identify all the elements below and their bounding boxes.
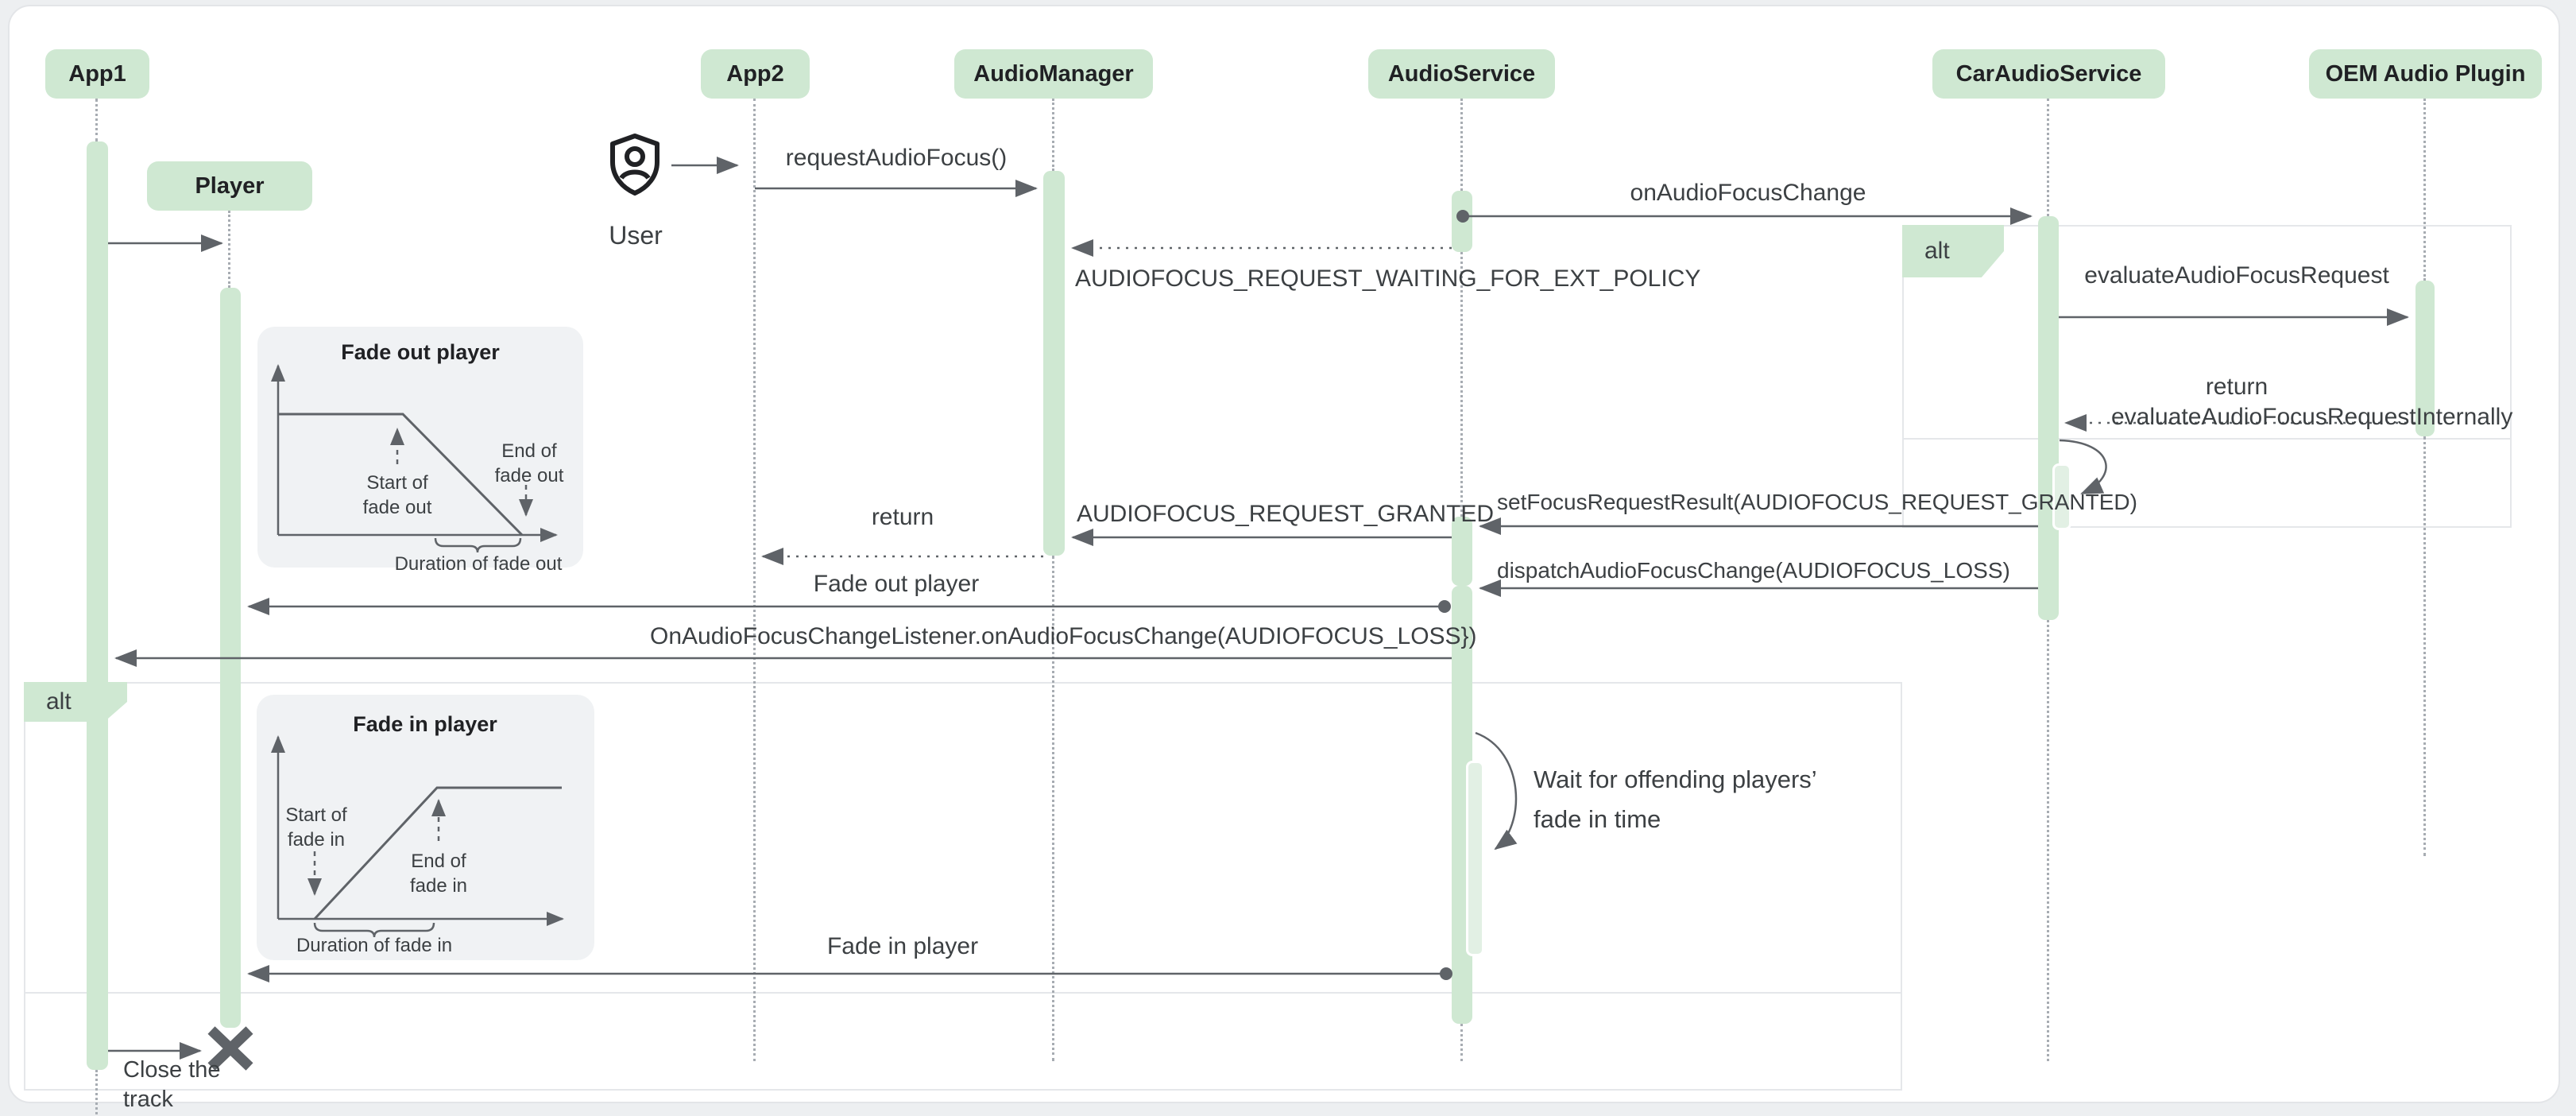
activation-caraudioservice-nested <box>2052 463 2071 530</box>
alt-frame-left-divider <box>25 992 1901 994</box>
lifeline-app1 <box>95 99 98 141</box>
duration-brace <box>313 922 435 938</box>
actor-caraudioservice: CarAudioService <box>1932 49 2165 99</box>
fade-out-inset <box>257 327 583 568</box>
fade-in-duration-label: Duration of fade in <box>296 935 453 956</box>
arrow-evaluate-internally-loop <box>2059 439 2107 495</box>
alt-frame-right <box>1902 225 2512 528</box>
fade-in-chart-title: Fade in player <box>353 712 497 736</box>
message-label-close-the-track: Close the track <box>123 1057 221 1112</box>
message-label-evaluate-internally: evaluateAudioFocusRequestInternally <box>2111 404 2513 430</box>
fade-out-end-label: End of fade out <box>494 440 564 486</box>
note-wait-for-offenders: Wait for offending players’ fade in time <box>1534 765 1816 833</box>
activation-audiomanager <box>1043 171 1065 556</box>
fade-in-chart <box>271 735 564 938</box>
alt-label: alt <box>24 682 127 722</box>
fade-in-end-label: End of fade in <box>409 851 468 897</box>
user-label: User <box>609 221 663 250</box>
duration-brace <box>434 537 522 553</box>
activation-oem-plugin <box>2415 281 2435 436</box>
actor-app1: App1 <box>45 49 149 99</box>
message-label-dispatch-focus-change: dispatchAudioFocusChange(AUDIOFOCUS_LOSS… <box>1497 558 2010 583</box>
lifeline-oem-plugin <box>2423 99 2426 281</box>
fade-out-chart <box>271 364 558 553</box>
message-label-evaluate-audio-focus-request: evaluateAudioFocusRequest <box>2084 262 2389 289</box>
fade-out-start-label: Start of fade out <box>362 472 432 518</box>
message-origin-dot <box>1440 967 1452 980</box>
lifeline-audioservice <box>1460 99 1463 191</box>
destroy-x-icon <box>207 1026 253 1071</box>
actor-audioservice: AudioService <box>1368 49 1555 99</box>
message-label-request-granted: AUDIOFOCUS_REQUEST_GRANTED <box>1077 501 1495 527</box>
alt-frame-left <box>24 682 1902 1091</box>
alt-label: alt <box>1902 225 2004 277</box>
message-label-return-right: return <box>2205 374 2269 400</box>
lifeline-app1 <box>95 1070 98 1114</box>
message-label-fade-in-player: Fade in player <box>826 933 979 959</box>
lifeline-app2 <box>753 99 756 1061</box>
alt-frame-right-divider <box>1904 438 2510 440</box>
lifeline-audiomanager <box>1052 556 1054 1061</box>
object-player: Player <box>147 161 312 211</box>
lifeline-audioservice <box>1460 252 1463 517</box>
fade-out-chart-title: Fade out player <box>341 340 500 364</box>
activation-audioservice-nested <box>1466 761 1484 956</box>
actor-app2: App2 <box>701 49 810 99</box>
message-origin-dot <box>1456 210 1469 223</box>
message-label-waiting-ext-policy: AUDIOFOCUS_REQUEST_WAITING_FOR_EXT_POLIC… <box>1075 265 1701 292</box>
fade-in-inset <box>257 695 594 960</box>
lifeline-caraudioservice <box>2047 99 2049 216</box>
fade-out-duration-label: Duration of fade out <box>394 553 563 575</box>
activation-app1 <box>87 141 108 1070</box>
lifeline-caraudioservice <box>2047 620 2049 1061</box>
message-label-request-audio-focus: requestAudioFocus() <box>785 145 1008 171</box>
user-shield-icon <box>610 134 659 196</box>
fade-in-curve <box>313 786 562 920</box>
message-label-on-focus-change-listener: OnAudioFocusChangeListener.onAudioFocusC… <box>650 623 1477 649</box>
message-label-on-audio-focus-change: onAudioFocusChange <box>1630 180 1866 206</box>
actor-audiomanager: AudioManager <box>954 49 1153 99</box>
lifeline-oem-plugin <box>2423 436 2426 856</box>
fade-in-start-label: Start of fade in <box>285 804 347 851</box>
message-origin-dot <box>1438 600 1451 613</box>
message-label-return-left: return <box>871 504 934 530</box>
activation-audioservice-2 <box>1452 517 1472 586</box>
arrow-wait-loop <box>1475 731 1518 851</box>
lifeline-audiomanager <box>1052 99 1054 171</box>
message-label-fade-out-player: Fade out player <box>813 571 980 597</box>
lifeline-player <box>228 211 230 288</box>
lifeline-audioservice <box>1460 1024 1463 1061</box>
message-label-set-focus-request-result: setFocusRequestResult(AUDIOFOCUS_REQUEST… <box>1497 490 2137 514</box>
actor-oem-audio-plugin: OEM Audio Plugin <box>2309 49 2542 99</box>
activation-caraudioservice <box>2038 216 2059 620</box>
fade-out-curve <box>278 413 524 537</box>
